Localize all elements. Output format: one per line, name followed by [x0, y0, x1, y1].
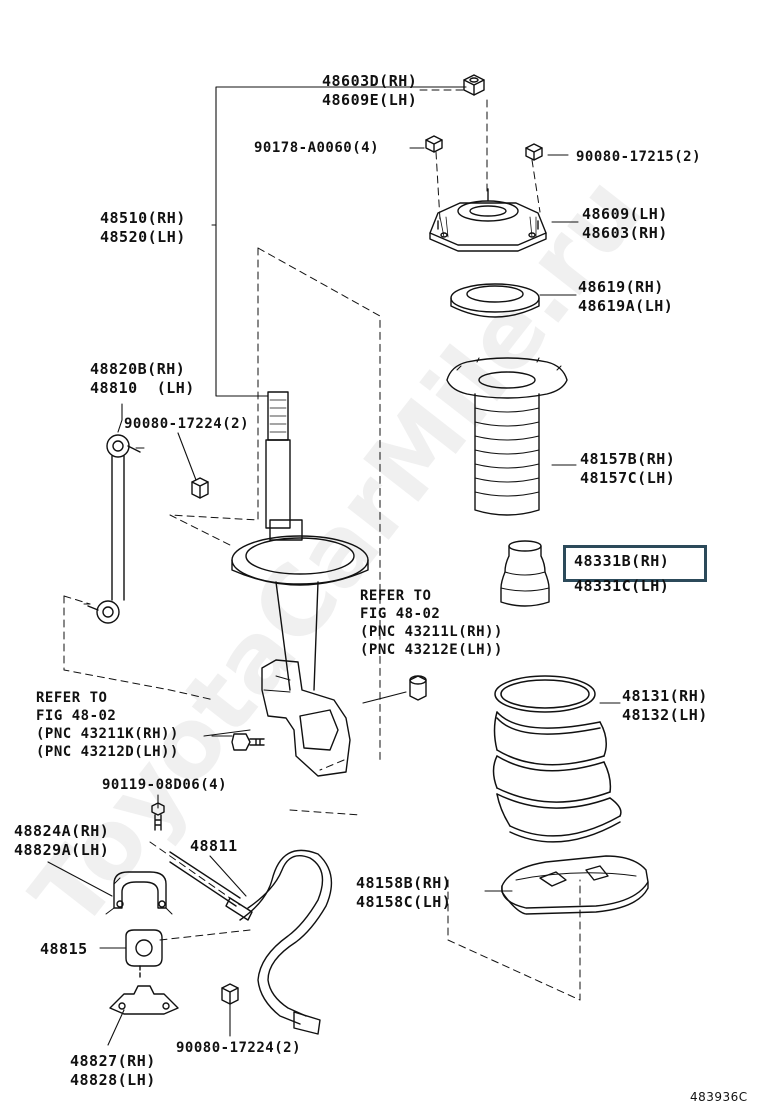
highlight-box: [563, 545, 707, 582]
dashed-alignment-lines: [63, 89, 581, 1001]
label-refer-right: REFER TO FIG 48-02 (PNC 43211L(RH)) (PNC…: [360, 588, 503, 658]
knuckle-nut: [409, 675, 427, 701]
strut-bearing: [450, 283, 540, 318]
stabilizer-nut: [221, 983, 239, 1005]
label-bolt-bracket: 90119-08D06(4): [102, 777, 228, 793]
diagram-id: 483936C: [690, 1090, 748, 1104]
bracket-bolt: [151, 802, 165, 831]
mount-nut-left: [425, 135, 443, 153]
label-spring: 48131(RH) 48132(LH): [622, 687, 708, 724]
knuckle-bolt: [231, 733, 265, 751]
label-boot: 48157B(RH) 48157C(LH): [580, 450, 676, 487]
label-stab-link: 48820B(RH) 48810 (LH): [90, 360, 195, 397]
lower-insulator: [501, 855, 649, 915]
bump-stopper: [500, 540, 550, 607]
stabilizer-link: [83, 434, 145, 624]
top-nut: [463, 74, 485, 96]
coil-spring: [492, 675, 622, 843]
label-bushing: 48815: [40, 940, 88, 958]
label-nut-2: 90080-17215(2): [576, 149, 702, 165]
label-bracket: 48827(RH) 48828(LH): [70, 1052, 156, 1089]
label-bearing: 48619(RH) 48619A(LH): [578, 278, 674, 315]
dust-boot: [446, 357, 568, 516]
mount-nut-right: [525, 143, 543, 161]
label-stabilizer: 48811: [190, 837, 238, 855]
leader-lines: [47, 86, 621, 1046]
stabilizer-bushing: [125, 929, 163, 979]
stabilizer-bar: [169, 849, 333, 1035]
strut-assembly: [231, 391, 369, 777]
stabilizer-bracket: [109, 985, 179, 1015]
label-stab-nut: 90080-17224(2): [176, 1040, 302, 1056]
label-bumper-rh: 48331B(RH): [574, 552, 670, 570]
bracket-cover: [105, 871, 173, 915]
label-bracket-cover: 48824A(RH) 48829A(LH): [14, 822, 110, 859]
strut-mount: [429, 188, 547, 252]
label-bolt-4: 90178-A0060(4): [254, 140, 380, 156]
label-strut: 48510(RH) 48520(LH): [100, 209, 186, 246]
label-link-nut: 90080-17224(2): [124, 416, 250, 432]
label-bumper-lh: 48331C(LH): [574, 577, 670, 595]
label-refer-left: REFER TO FIG 48-02 (PNC 43211K(RH)) (PNC…: [36, 690, 179, 760]
label-nut-top: 48603D(RH) 48609E(LH): [322, 72, 418, 109]
label-support: 48609(LH) 48603(RH): [582, 205, 668, 242]
label-insulator: 48158B(RH) 48158C(LH): [356, 874, 452, 911]
link-nut: [191, 477, 209, 499]
